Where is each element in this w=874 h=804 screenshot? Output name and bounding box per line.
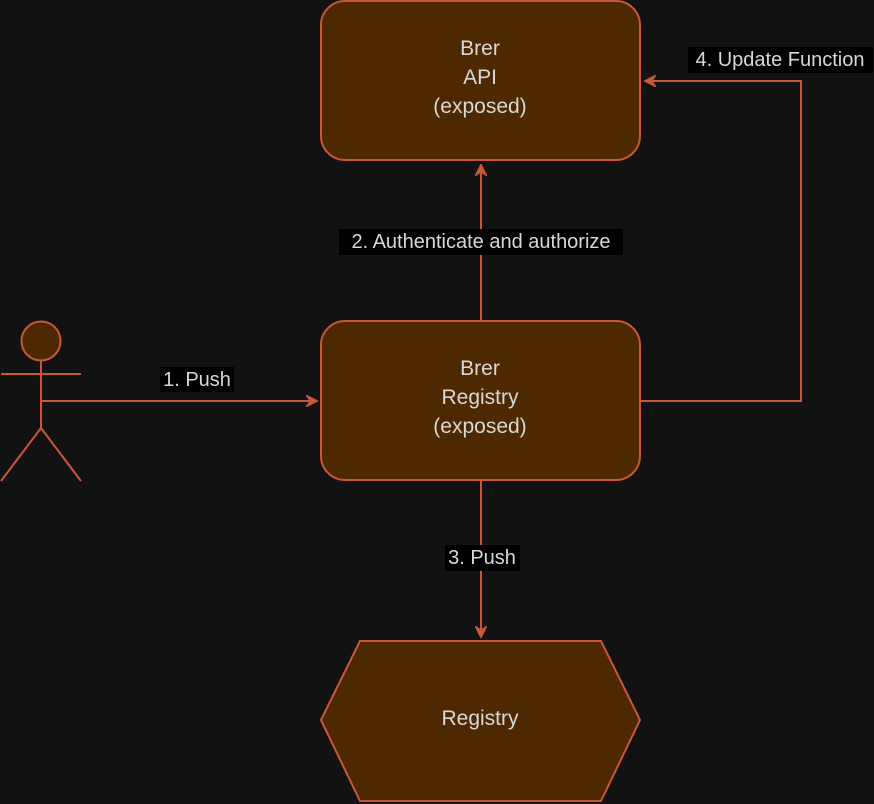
edge-brer-registry-to-api-update: [641, 81, 802, 402]
brer-registry-node-line1: Brer: [460, 357, 500, 380]
edge-label-bg: [160, 367, 234, 392]
api-node-line2: API: [463, 66, 497, 89]
registry-node-label: Registry: [441, 707, 519, 730]
edge-label-push-to-registry: 3. Push: [445, 545, 520, 571]
brer-registry-node-line3: (exposed): [433, 415, 526, 438]
edge-label-update-function: 4. Update Function: [688, 47, 873, 73]
edge-label-push-to-brer: 1. Push: [160, 367, 234, 392]
edge-label-push-to-brer-text: 1. Push: [163, 369, 231, 391]
edge-label-update-function-text: 4. Update Function: [696, 49, 865, 71]
edge-label-bg: [688, 47, 873, 73]
brer-registry-node[interactable]: Brer Registry (exposed): [320, 320, 641, 481]
edge-label-bg: [339, 229, 623, 255]
edge-label-authenticate: 2. Authenticate and authorize: [339, 229, 623, 255]
edge-label-push-to-registry-text: 3. Push: [448, 547, 516, 569]
api-node[interactable]: Brer API (exposed): [320, 0, 641, 161]
api-node-line3: (exposed): [433, 95, 526, 118]
user-actor-icon: [0, 320, 82, 482]
brer-registry-node-line2: Registry: [441, 386, 519, 409]
edge-label-bg: [445, 545, 520, 571]
edge-label-authenticate-text: 2. Authenticate and authorize: [351, 231, 610, 253]
api-node-line1: Brer: [460, 37, 500, 60]
registry-node[interactable]: Registry: [319, 640, 642, 802]
